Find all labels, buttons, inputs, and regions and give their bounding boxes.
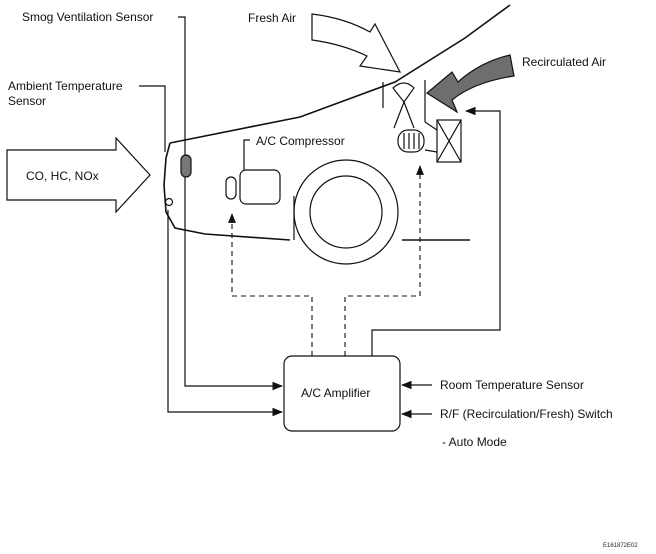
ac-compressor-clutch — [225, 176, 237, 200]
vehicle-body-outline — [163, 4, 511, 241]
smog-signal-line — [184, 177, 284, 391]
blower-fan — [309, 175, 383, 249]
intake-servo-motor — [397, 129, 425, 153]
ac-compressor-body — [239, 169, 281, 205]
air-filter-box — [436, 119, 462, 163]
ac-compressor-leader — [243, 139, 250, 170]
ac-amplifier-label: A/C Amplifier — [301, 386, 370, 400]
intake-servo-ribs — [403, 133, 420, 149]
filter-duct — [424, 121, 438, 153]
figure-code: E161872E02 — [603, 543, 638, 549]
rf-switch-label: R/F (Recirculation/Fresh) Switch — [440, 407, 613, 421]
smog-sensor-label: Smog Ventilation Sensor — [22, 10, 153, 24]
ambient-temp-label-line1: Ambient Temperature — [8, 79, 123, 93]
compressor-control-line — [228, 213, 313, 356]
fresh-air-arrow — [311, 13, 402, 73]
intake-damper-door — [393, 101, 415, 129]
intake-servo-control-line — [344, 165, 424, 356]
air-intake-duct — [382, 80, 426, 122]
recirculated-air-label: Recirculated Air — [522, 55, 606, 69]
recirculated-air-arrow — [425, 54, 515, 114]
fresh-air-label: Fresh Air — [248, 11, 296, 25]
auto-mode-label: - Auto Mode — [442, 435, 507, 449]
exhaust-gas-arrow — [6, 136, 151, 214]
ambient-temp-label-line2: Sensor — [8, 94, 46, 108]
room-temp-sensor-label: Room Temperature Sensor — [440, 378, 584, 392]
air-filter-cross — [436, 119, 462, 163]
ambient-sensor-leader — [139, 85, 166, 152]
exhaust-gas-label: CO, HC, NOx — [26, 169, 99, 183]
intake-damper-top — [392, 82, 415, 104]
body-mount-hole — [164, 197, 174, 207]
ac-amplifier-box — [283, 355, 401, 432]
smog-sensor-icon — [180, 154, 192, 178]
ac-compressor-label: A/C Compressor — [256, 134, 345, 148]
recirc-control-line — [371, 106, 501, 356]
smog-sensor-wire — [178, 16, 186, 155]
ambient-signal-line — [167, 210, 284, 417]
